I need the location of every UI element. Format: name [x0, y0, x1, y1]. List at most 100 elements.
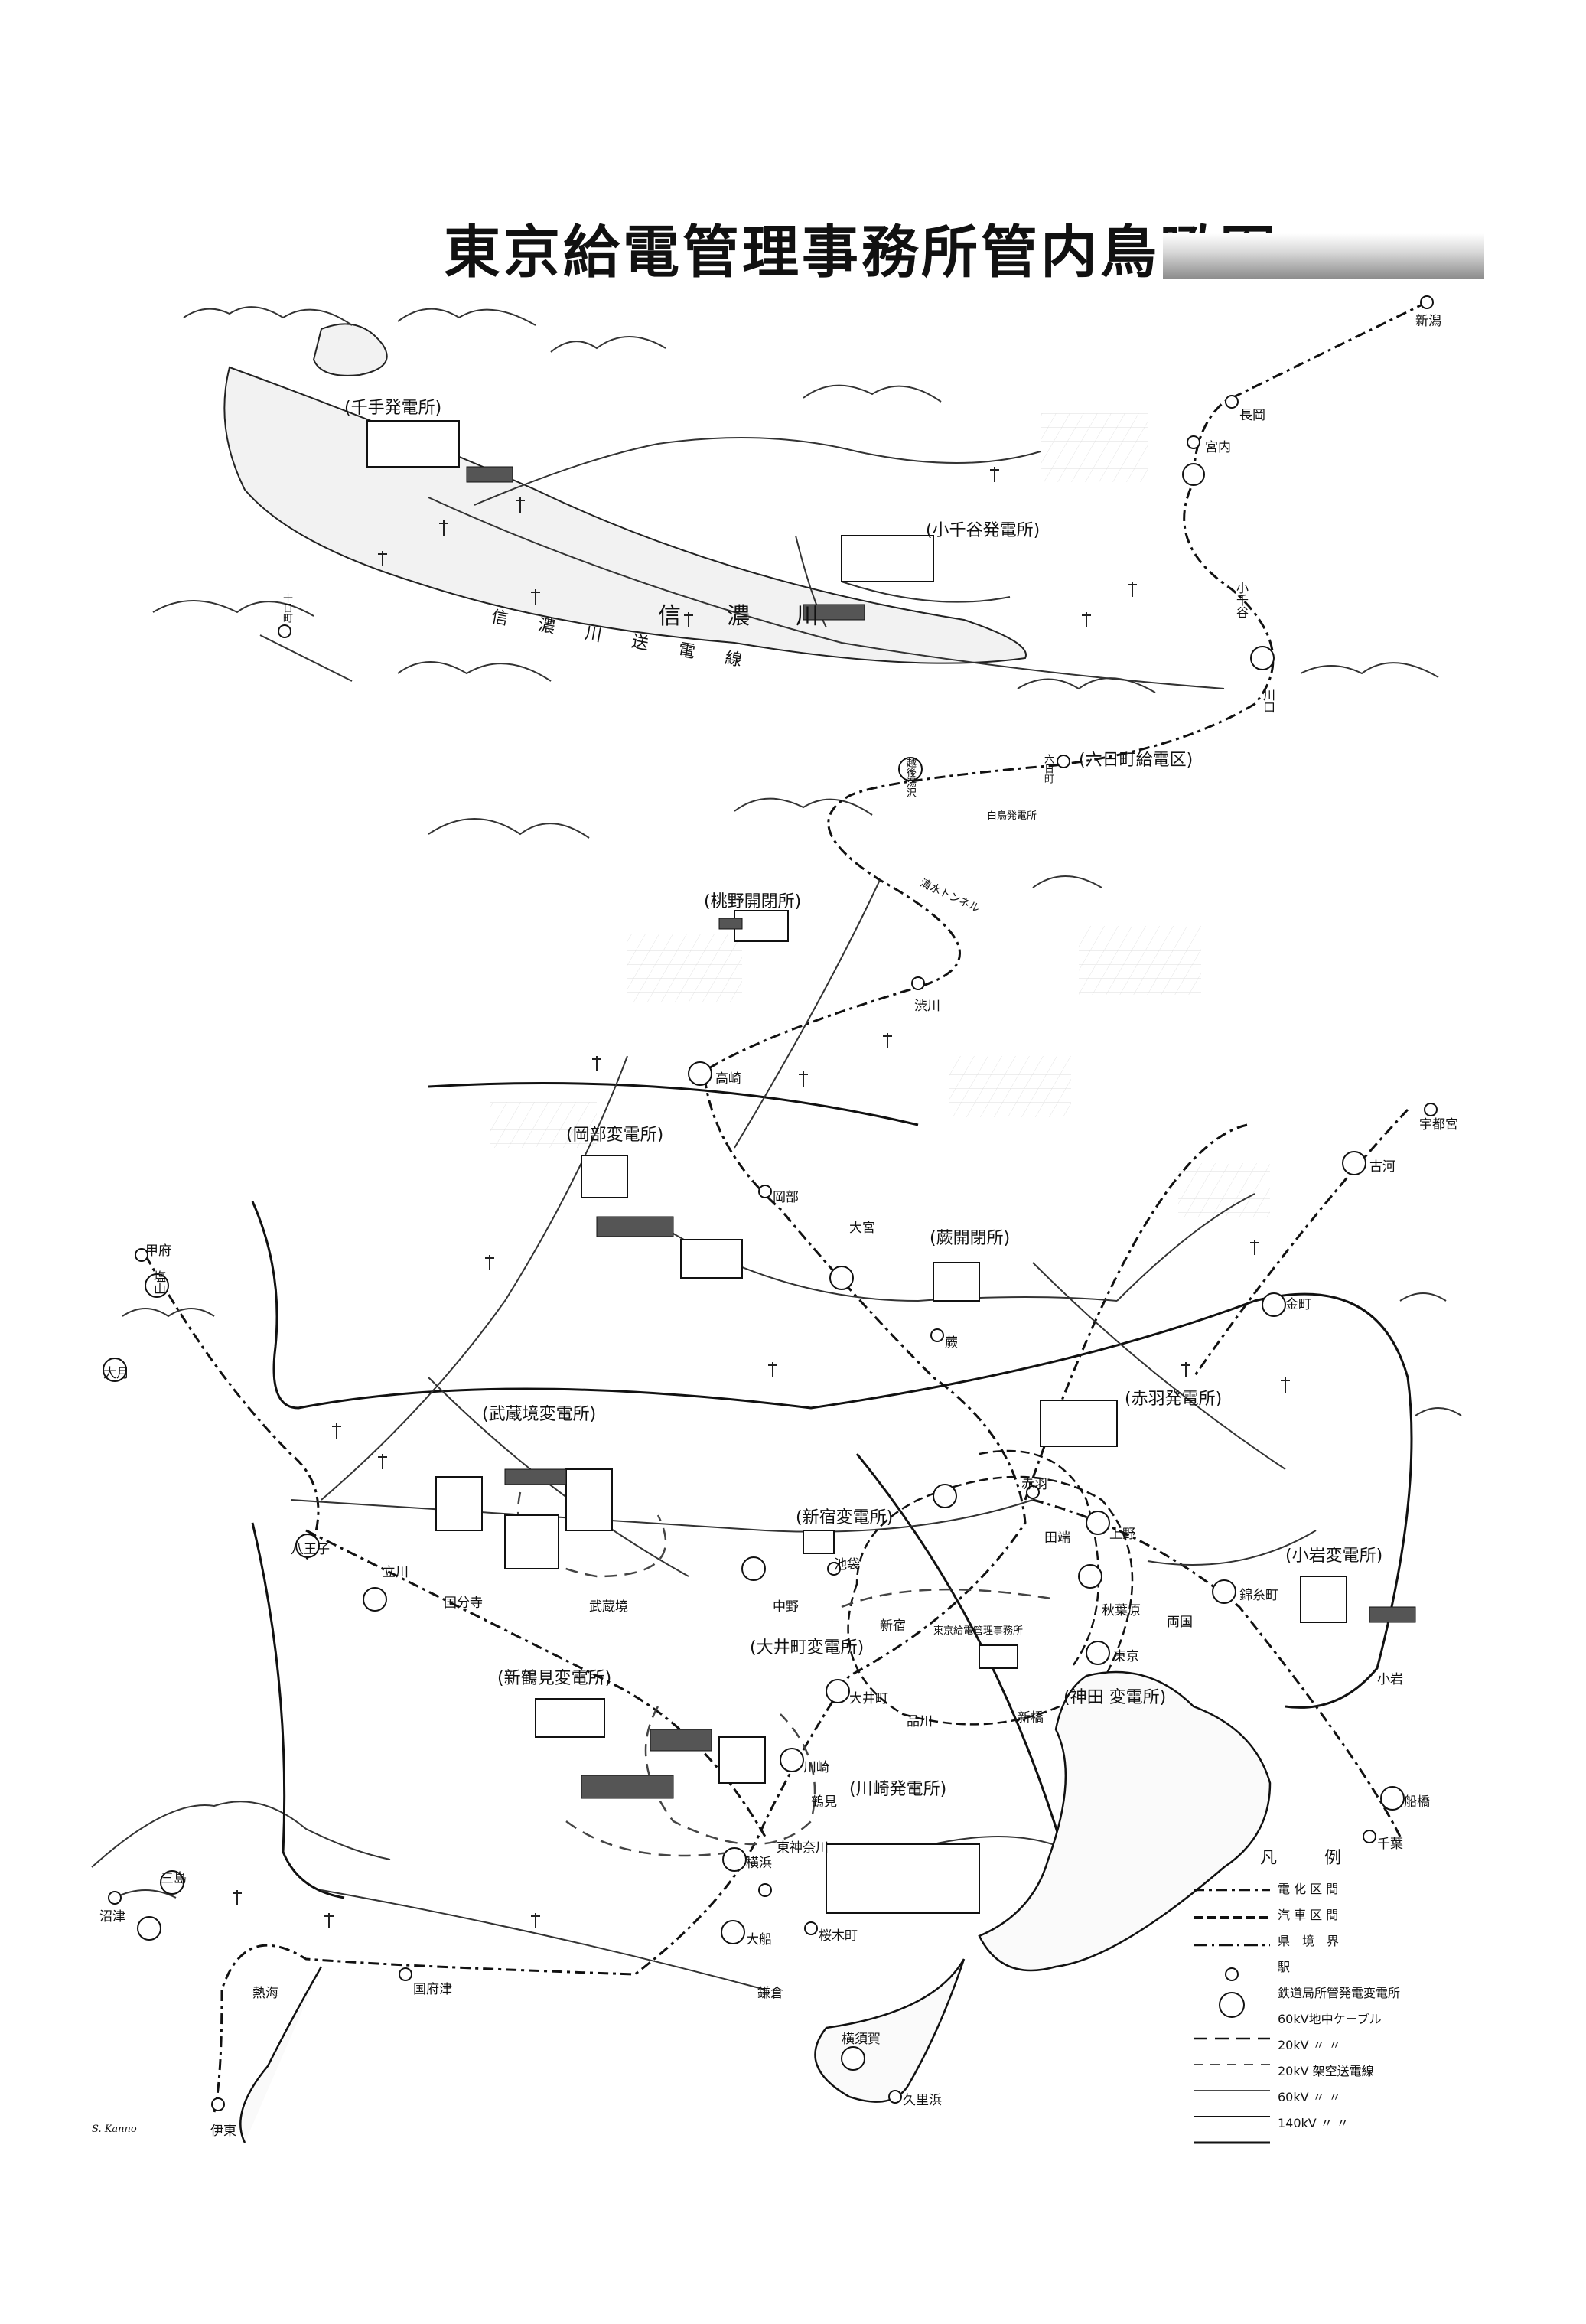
station-kinshicho: 錦糸町 — [1239, 1588, 1278, 1603]
legend-symbols — [1194, 1889, 1270, 2144]
map-legend: 凡 例 電 化 区 間 汽 車 区 間 県 境 界 駅 鉄道局所管発電変電所 6… — [1194, 1844, 1423, 2135]
station-ikebukuro: 池袋 — [834, 1557, 860, 1573]
station-tachikawa: 立川 — [383, 1565, 409, 1580]
legend-row: 県 境 界 — [1194, 1927, 1423, 1953]
station-akihabara: 秋葉原 — [1102, 1603, 1141, 1618]
station-warabi: 蕨 — [945, 1335, 958, 1351]
station-kanamachi: 金町 — [1285, 1297, 1311, 1312]
label-akabane-power-station: (赤羽発電所) — [1125, 1390, 1223, 1409]
label-oimachi-substation: (大井町変電所) — [750, 1638, 865, 1657]
legend-title: 凡 例 — [1259, 1849, 1356, 1868]
label-kawasaki-power-station: (川崎発電所) — [849, 1780, 947, 1799]
station-utsunomiya: 宇都宮 — [1419, 1117, 1458, 1133]
station-higashikanagawa: 東神奈川 — [777, 1840, 829, 1856]
label-tokyo-office: 東京給電管理事務所 — [933, 1625, 1024, 1637]
legend-label: 県 境 界 — [1278, 1934, 1340, 1948]
legend-label: 20kV 〃 〃 — [1278, 2038, 1341, 2052]
station-shimbashi: 新橋 — [1018, 1710, 1044, 1726]
prefecture-boundaries — [251, 1082, 1413, 1899]
artist-signature: S. Kanno — [92, 2124, 137, 2135]
station-koga: 古河 — [1369, 1159, 1395, 1175]
title-ornament-bar — [1163, 233, 1484, 279]
station-muikamachi: 六日町 — [1042, 754, 1054, 784]
legend-row: 駅 — [1194, 1953, 1423, 1979]
station-ueno: 上野 — [1109, 1527, 1135, 1542]
terrain-grid — [490, 413, 1270, 1217]
station-ito: 伊東 — [210, 2124, 236, 2139]
station-yokohama: 横浜 — [746, 1856, 772, 1871]
legend-label: 60kV 〃 〃 — [1278, 2090, 1341, 2104]
towers — [233, 467, 1290, 1928]
station-tsurumi: 鶴見 — [811, 1794, 837, 1810]
station-otsuki: 大月 — [103, 1366, 129, 1381]
label-musashisakai-substation: (武蔵境変電所) — [482, 1405, 597, 1424]
label-ojiya-power-station: (小千谷発電所) — [926, 521, 1041, 540]
station-miyauchi: 宮内 — [1205, 440, 1231, 455]
station-akabane: 赤羽 — [1021, 1477, 1047, 1492]
station-kurihama: 久里浜 — [903, 2093, 942, 2108]
station-kofu: 甲府 — [145, 1243, 171, 1259]
legend-label: 140kV 〃 〃 — [1278, 2116, 1349, 2130]
station-oimachi: 大井町 — [849, 1691, 888, 1706]
station-yokosuka: 横須賀 — [842, 2032, 881, 2047]
station-ofuna: 大船 — [746, 1932, 772, 1948]
label-momono-switching-station: (桃野開閉所) — [704, 892, 802, 911]
label-muikamachi-dispatch: (六日町給電区) — [1079, 751, 1194, 770]
station-musashisakai: 武蔵境 — [589, 1599, 628, 1615]
legend-row: 汽 車 区 間 — [1194, 1901, 1423, 1927]
station-ryogoku: 両国 — [1167, 1615, 1193, 1630]
shinano-river — [223, 323, 1027, 664]
station-tokamachi: 十日町 — [281, 593, 292, 623]
station-hachioji: 八王子 — [291, 1542, 330, 1557]
loop-line — [847, 1449, 1134, 1726]
power-station-buildings — [366, 420, 1347, 1914]
station-takasaki: 高崎 — [715, 1071, 741, 1087]
label-koiwa-substation: (小岩変電所) — [1285, 1547, 1383, 1566]
substation-yards — [466, 466, 1416, 1799]
station-sakuragicho: 桜木町 — [819, 1928, 858, 1944]
station-omiya: 大宮 — [849, 1221, 875, 1236]
station-chiba: 千葉 — [1377, 1837, 1403, 1852]
legend-row: 60kV地中ケーブル — [1194, 2005, 1423, 2031]
map-title: 東京給電管理事務所管内鳥瞰図 — [444, 220, 1279, 285]
river-label: 信濃川 — [658, 603, 865, 630]
legend-row: 20kV 架空送電線 — [1194, 2057, 1423, 2083]
station-ojiya: 小千谷 — [1234, 582, 1249, 618]
station-nagaoka: 長岡 — [1239, 408, 1265, 423]
station-shinjuku: 新宿 — [880, 1618, 906, 1634]
label-kanda-substation: (神田 変電所) — [1063, 1688, 1167, 1707]
mountains — [91, 306, 1462, 1899]
station-kokubunji: 国分寺 — [444, 1596, 483, 1611]
label-shiraki-plant: 白鳥発電所 — [987, 810, 1037, 822]
station-markers — [103, 295, 1438, 2111]
label-warabi-switching-station: (蕨開閉所) — [930, 1229, 1011, 1248]
legend-label: 駅 — [1278, 1960, 1291, 1974]
station-numazu: 沼津 — [99, 1909, 125, 1925]
legend-row: 鉄道局所管発電変電所 — [1194, 1979, 1423, 2005]
station-niigata: 新潟 — [1415, 314, 1441, 329]
label-shinjuku-substation: (新宿変電所) — [796, 1508, 894, 1527]
station-nakano: 中野 — [773, 1599, 799, 1615]
legend-label: 鉄道局所管発電変電所 — [1278, 1986, 1401, 2000]
legend-row: 140kV 〃 〃 — [1194, 2109, 1423, 2135]
legend-label: 20kV 架空送電線 — [1278, 2064, 1374, 2078]
station-funabashi: 船橋 — [1404, 1794, 1430, 1810]
station-shinagawa: 品川 — [907, 1714, 933, 1729]
legend-label: 汽 車 区 間 — [1278, 1908, 1339, 1922]
station-kozu: 国府津 — [413, 1982, 452, 1997]
station-kamakura: 鎌倉 — [757, 1986, 783, 2001]
station-kawasaki: 川崎 — [803, 1760, 829, 1775]
station-koiwa: 小岩 — [1377, 1672, 1403, 1687]
label-okabe-substation: (岡部変電所) — [566, 1126, 664, 1145]
station-mishima: 三島 — [161, 1871, 187, 1886]
station-kawaguchi: 川口 — [1261, 689, 1275, 713]
station-tokyo: 東京 — [1113, 1649, 1139, 1664]
legend-row: 20kV 〃 〃 — [1194, 2031, 1423, 2057]
station-shibukawa: 渋川 — [914, 999, 940, 1014]
legend-label: 電 化 区 間 — [1278, 1882, 1339, 1896]
station-enzan: 塩山 — [151, 1270, 166, 1295]
station-echigoyuzawa: 越後湯沢 — [904, 758, 916, 797]
station-tabata: 田端 — [1044, 1530, 1070, 1546]
legend-label: 60kV地中ケーブル — [1278, 2012, 1382, 2026]
